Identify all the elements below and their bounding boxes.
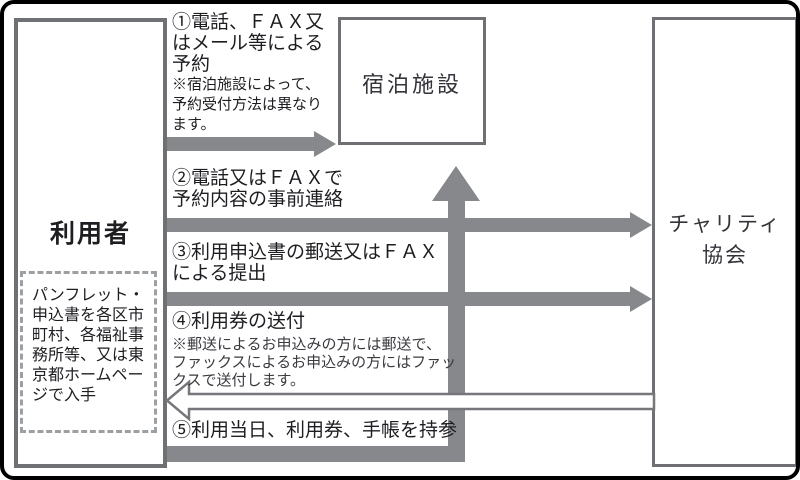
step3-line: ③利用申込書の郵送又はＦＡＸ xyxy=(172,242,439,263)
step1-note-line: ※宿泊施設によって、 xyxy=(172,76,321,93)
step4-note-line: クスで送付します。 xyxy=(172,373,306,389)
step5-text: ⑤利用当日、利用券、手帳を持参 xyxy=(172,420,457,441)
user-label: 利用者 xyxy=(49,220,131,248)
arrow-step4-shape-icon xyxy=(165,379,656,422)
step1-line: はメール等による xyxy=(172,33,324,54)
pamphlet-note-line: パンフレット・ xyxy=(32,287,145,304)
step1-line: ①電話、ＦＡＸ又 xyxy=(172,12,325,33)
pamphlet-note-line: 京都ホームペー xyxy=(32,367,144,384)
arrow-step3-body xyxy=(167,292,631,306)
pamphlet-note-box: パンフレット・ 申込書を各区市 町村、各福祉事 務所等、又は東 京都ホームペー … xyxy=(20,271,157,433)
step5-label: ⑤利用当日、利用券、手帳を持参 xyxy=(172,420,458,441)
step4-note-line: ファックスによるお申込みの方にはファッ xyxy=(172,355,457,371)
arrow-step5-up-head-icon xyxy=(432,166,480,201)
charity-label-line1: チャリティ xyxy=(668,212,782,236)
step1-note-line: 予約受付方法は異なり xyxy=(172,96,323,113)
pamphlet-note-line: ジで入手 xyxy=(32,387,97,404)
arrow-step2-head-icon xyxy=(630,212,652,238)
pamphlet-note-line: 務所等、又は東 xyxy=(32,347,145,364)
step3-text: ③利用申込書の郵送又はＦＡＸ による提出 xyxy=(172,242,438,284)
step1-note-line: ます。 xyxy=(172,116,216,133)
facility-label: 宿泊施設 xyxy=(361,72,462,97)
step1-text: ①電話、ＦＡＸ又 はメール等による 予約 ※宿泊施設によって、 予約受付方法は異… xyxy=(172,12,324,135)
facility-box xyxy=(338,17,486,145)
arrow-step1-head-icon xyxy=(314,131,336,157)
step3-line: による提出 xyxy=(172,263,267,284)
arrow-step5-body xyxy=(167,446,465,462)
step4-note-line: ※郵送によるお申込みの方には郵送で、 xyxy=(172,337,441,353)
arrow-step1-body xyxy=(167,137,314,151)
charity-box xyxy=(652,17,796,467)
step4-text: ④利用券の送付 ※郵送によるお申込みの方には郵送で、 ファックスによるお申込みの… xyxy=(172,311,456,390)
step1-line: 予約 xyxy=(172,54,211,75)
pamphlet-note-line: 申込書を各区市 xyxy=(32,307,145,324)
step2-text: ②電話又はＦＡＸで 予約内容の事前連絡 xyxy=(172,168,343,210)
step4-title: ④利用券の送付 xyxy=(172,311,306,332)
charity-label: チャリティ 協会 xyxy=(652,209,796,271)
arrow-step3-head-icon xyxy=(630,286,652,312)
arrow-step2-body xyxy=(167,218,631,232)
arrow-step4-white-left xyxy=(165,379,656,422)
step2-line: 予約内容の事前連絡 xyxy=(172,189,344,210)
pamphlet-note-line: 町村、各福祉事 xyxy=(32,327,145,344)
charity-label-line2: 協会 xyxy=(702,243,748,267)
step2-line: ②電話又はＦＡＸで xyxy=(172,168,344,189)
